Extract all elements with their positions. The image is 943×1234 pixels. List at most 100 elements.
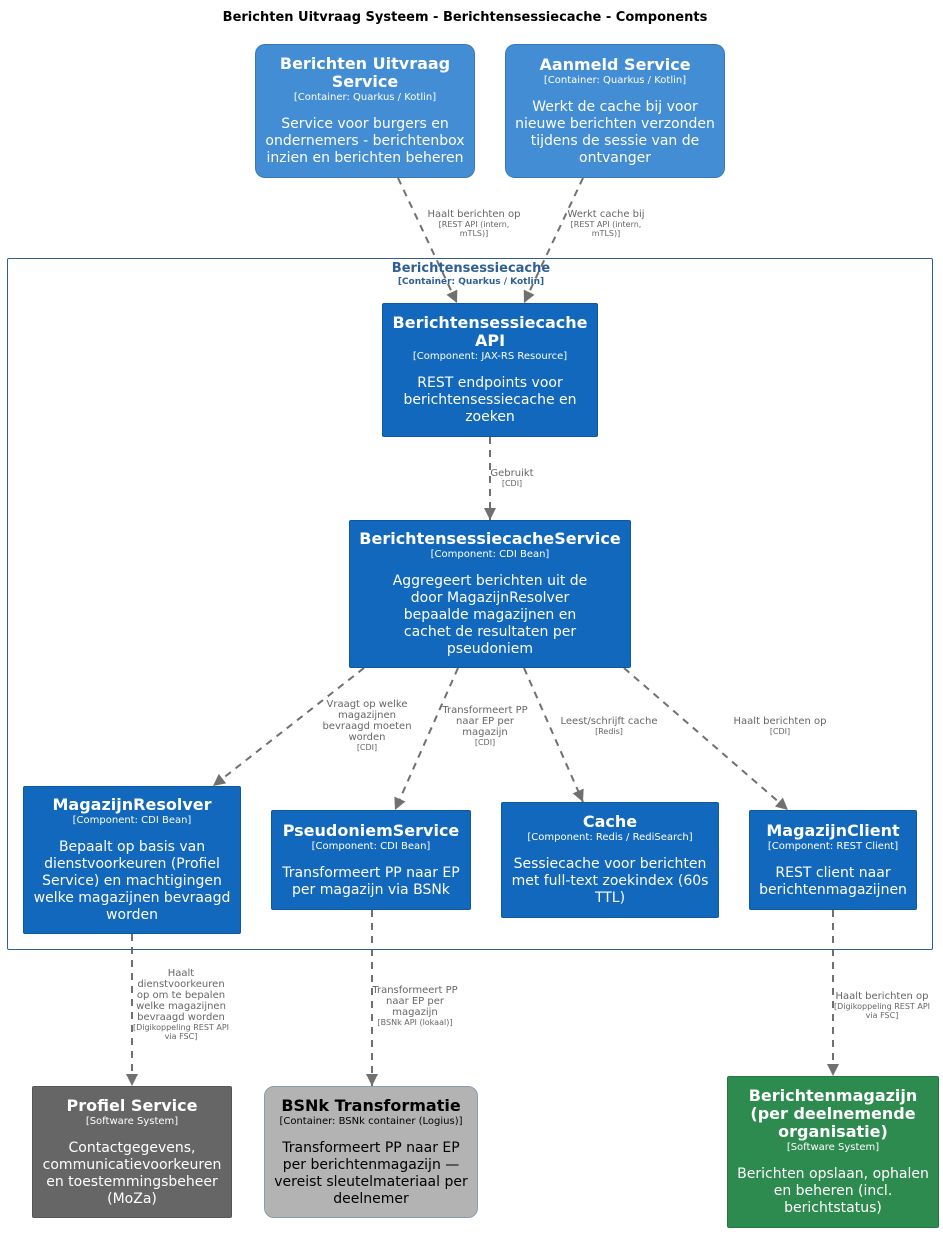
boundary-title: Berichtensessiecache: [391, 261, 551, 276]
node-description-line: cachet de resultaten per: [403, 624, 577, 640]
node-description-line: en beheren (incl.: [773, 1183, 893, 1199]
node-description-line: tijdens de sessie van de: [530, 132, 700, 149]
node-description-line: met full-text zoekindex (60s: [511, 873, 709, 889]
edge-api-service-arrowhead: [484, 508, 496, 520]
edge-label-text: dienstvoorkeuren: [137, 979, 225, 990]
node-description-line: Contactgegevens,: [68, 1139, 196, 1156]
edge-label-text: Haalt berichten op: [835, 991, 929, 1002]
node-description-line: Bepaalt op basis van: [58, 839, 206, 855]
edge-label-technology: [REST API (intern,: [438, 220, 510, 229]
node-description-line: en toestemmingsbeheer: [46, 1173, 218, 1190]
node-description-line: nieuwe berichten verzonden: [515, 115, 715, 132]
edge-label-text: Transformeert PP: [372, 985, 458, 996]
edge-label-text: Haalt: [167, 968, 195, 979]
edge-label-text: worden: [348, 732, 386, 743]
edge-aanmeld-api-line: [523, 177, 584, 304]
node-name-line: Aanmeld Service: [539, 54, 691, 74]
edge-label-technology: [CDI]: [474, 738, 496, 747]
pseudoniem-service-node[interactable]: PseudoniemService[Component: CDI Bean]Tr…: [271, 810, 471, 910]
edge-service-resolver-line: [212, 667, 365, 787]
edge-label-text: Haalt berichten op: [733, 716, 827, 727]
node-technology: [Component: CDI Bean]: [311, 840, 431, 852]
magazijn-client-node[interactable]: MagazijnClient[Component: REST Client]RE…: [749, 810, 917, 910]
node-description-line: inzien en berichten beheren: [266, 150, 464, 166]
berichtensessiecache-service-node[interactable]: BerichtensessiecacheService[Component: C…: [349, 520, 631, 668]
node-description-line: pseudoniem: [446, 641, 534, 657]
node-description-line: Aggregeert berichten uit de: [392, 573, 588, 589]
edge-client-magazijn-arrowhead: [827, 1064, 839, 1076]
node-description-line: Sessiecache voor berichten: [513, 856, 707, 872]
node-name: BSNk Transformatie: [281, 1096, 460, 1115]
edge-label-technology: via FSC]: [865, 1011, 899, 1020]
node-name: BerichtensessiecacheService: [359, 530, 620, 548]
edge-aanmeld-api-label: Werkt cache bij[REST API (intern,mTLS)]: [567, 209, 644, 238]
node-name-line: Berichten Uitvraag: [279, 54, 451, 73]
edge-label-text: naar EP per: [455, 716, 515, 727]
node-description-line: ondernemers - berichtenbox: [265, 133, 465, 149]
edge-label-technology: [Digikoppeling REST API: [833, 1002, 931, 1011]
node-technology: [Component: Redis / RediSearch]: [527, 832, 693, 843]
node-name-line: MagazijnResolver: [52, 795, 212, 814]
edge-label-technology: mTLS)]: [459, 229, 489, 238]
edge-service-client-arrowhead: [775, 797, 788, 810]
magazijn-resolver-node[interactable]: MagazijnResolver[Component: CDI Bean] Bep…: [23, 786, 241, 934]
edge-label-text: welke magazijnen: [136, 1001, 226, 1012]
node-description-line: vereist sleutelmateriaal per: [274, 1173, 468, 1190]
edge-label-technology: [BSNk API (lokaal)]: [377, 1018, 453, 1027]
node-description-line: zoeken: [465, 409, 515, 425]
node-description-line: Berichten opslaan, ophalen: [737, 1166, 929, 1182]
bsnk-transformatie-node[interactable]: BSNk Transformatie[Container: BSNk conta…: [264, 1086, 478, 1218]
boundary-technology: [Container: Quarkus / Kotlin]: [397, 277, 545, 287]
edge-label-text: op om te bepalen: [136, 990, 226, 1001]
edge-service-client-line: [623, 667, 789, 811]
edge-client-magazijn-label: Haalt berichten op[Digikoppeling REST AP…: [834, 991, 930, 1020]
edge-label-technology: [CDI]: [501, 479, 523, 488]
node-description-line: ontvanger: [579, 149, 651, 166]
node-technology: [Component: CDI Bean]: [72, 815, 192, 826]
node-name: Aanmeld Service: [539, 54, 691, 74]
node-technology: [Component: CDI Bean]: [430, 549, 550, 560]
node-technology: [Software System]: [85, 1115, 179, 1127]
edge-uitvraag-api-label: Haalt berichten op[REST API (intern,mTLS…: [428, 209, 521, 238]
edge-service-cache-arrowhead: [572, 788, 584, 802]
edge-label-text: Transformeert PP: [442, 705, 528, 716]
node-name-line: MagazijnClient: [766, 820, 900, 840]
edge-service-cache-label: Leest/schrijft cache[Redis]: [561, 716, 658, 736]
node-description-line: TTL): [594, 890, 626, 906]
node-description-line: Transformeert PP naar EP: [282, 1139, 460, 1156]
node-technology: [Container: Quarkus / Kotlin]: [543, 74, 687, 86]
edge-resolver-profiel-arrowhead: [126, 1074, 138, 1086]
node-description-line: worden: [106, 907, 158, 923]
node-name-line: Profiel Service: [66, 1095, 198, 1115]
edge-service-client-label: Haalt berichten op[CDI]: [734, 716, 827, 736]
node-name-line: BerichtensessiecacheService: [359, 529, 621, 548]
edge-label-text: Leest/schrijft cache: [560, 716, 658, 727]
berichtensessiecache-boundary: Berichtensessiecache [Container: Quarkus…: [7, 258, 933, 950]
cache-node[interactable]: Cache[Component: Redis / RediSearch] Sess…: [501, 802, 719, 918]
node-description-line: Werkt de cache bij voor: [532, 98, 698, 115]
node-description-line: Service) en machtigingen: [42, 873, 222, 889]
node-description-line: berichtenmagazijnen: [759, 881, 907, 898]
aanmeld-service-node[interactable]: Aanmeld Service[Container: Quarkus / Kot…: [505, 44, 725, 178]
node-name: Cache: [583, 813, 637, 831]
edge-label-text: naar EP per: [385, 996, 445, 1007]
node-technology: [Component: JAX-RS Resource]: [412, 351, 568, 362]
edge-service-resolver-arrowhead: [213, 773, 227, 786]
node-description-line: dienstvoorkeuren (Profiel: [44, 856, 220, 872]
node-name-line: PseudoniemService: [282, 820, 460, 840]
profiel-service-node[interactable]: Profiel Service[Software System] Contactg…: [32, 1086, 232, 1218]
node-name-line: Cache: [582, 812, 638, 831]
edge-label-technology: [CDI]: [769, 727, 791, 736]
